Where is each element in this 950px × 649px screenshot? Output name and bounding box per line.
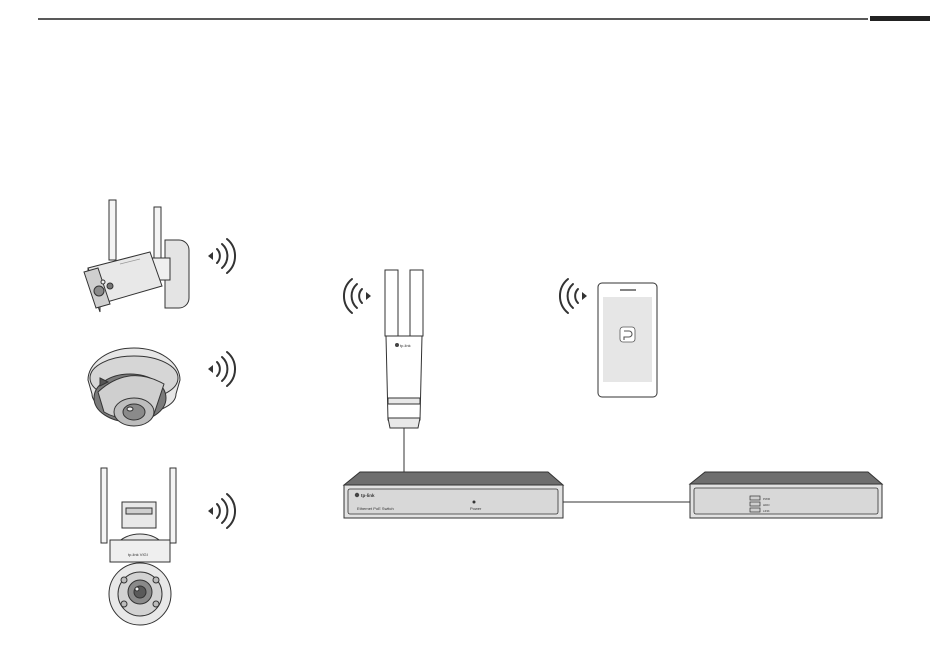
nvr	[690, 472, 882, 518]
omada-app-icon	[620, 327, 635, 342]
tp-link-logo-icon	[395, 343, 399, 347]
nvr-indicator-label: HDD	[763, 503, 770, 507]
nvr-status-leds	[750, 496, 760, 512]
switch-power-label: Power	[470, 506, 482, 511]
outdoor-access-point	[385, 270, 423, 428]
header-rule	[38, 16, 930, 21]
smartphone-wifi-icon	[560, 279, 587, 313]
dome-camera	[88, 348, 180, 426]
power-led-icon	[473, 501, 476, 504]
switch-model-label: Ethernet PoE Switch	[357, 506, 394, 511]
bullet-camera-wifi-icon	[208, 239, 235, 273]
access-point-wifi-icon	[344, 279, 371, 313]
ptz-camera	[101, 468, 176, 625]
switch-brand-label: tp-link	[361, 493, 375, 498]
bullet-camera	[84, 200, 189, 312]
switch-tp-link-logo-icon	[355, 493, 359, 497]
ptz-brand-label: tp-link VIGI	[128, 552, 148, 557]
nvr-indicator-label: LINK	[763, 509, 770, 513]
dome-camera-wifi-icon	[208, 352, 235, 386]
ap-brand-label: tp-link	[400, 343, 411, 348]
nvr-indicator-label: PWR	[763, 497, 771, 501]
poe-switch	[344, 472, 563, 518]
ptz-camera-wifi-icon	[208, 494, 235, 528]
